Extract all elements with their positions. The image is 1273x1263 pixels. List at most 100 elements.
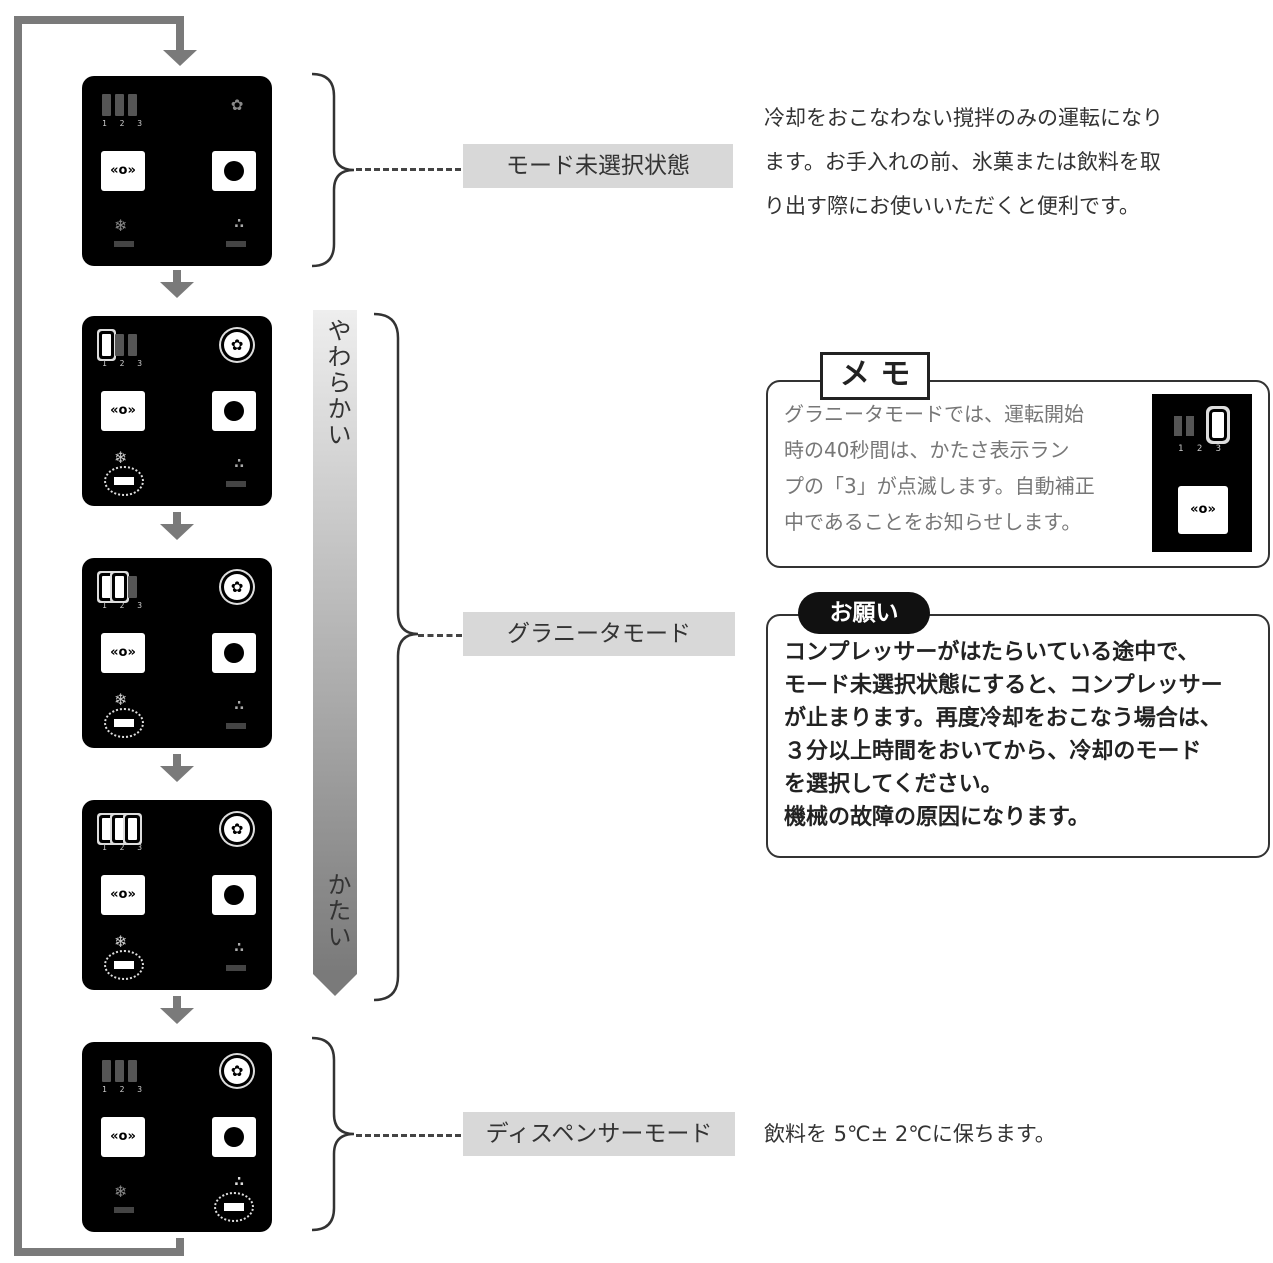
lamp-numbers: 1 2 3 — [102, 359, 147, 368]
memo-text: グラニータモードでは、運転開始 時の40秒間は、かたさ表示ラン プの「3」が点滅… — [784, 396, 1144, 540]
request-line: コンプレッサーがはたらいている途中で、 — [784, 640, 1200, 665]
loop-line-left — [14, 16, 22, 1256]
description-dispenser: 飲料を 5℃± 2℃に保ちます。 — [764, 1122, 1056, 1146]
label-dispenser: ディスペンサーモード — [463, 1112, 735, 1156]
label-no-selection: モード未選択状態 — [463, 144, 733, 188]
soft-label: やわらかい — [323, 318, 351, 448]
control-panel-dispenser: 1 2 3 ✿ «o» ❄ ∴ — [82, 1042, 272, 1232]
request-title: お願い — [798, 592, 930, 634]
arrow-shaft — [173, 754, 181, 768]
control-panel-granita-3: 1 2 3 ✿ «o» ❄ ∴ — [82, 800, 272, 990]
mode-button — [212, 391, 256, 431]
granita-lamp — [114, 241, 134, 247]
snowflake-icon: ❄ — [114, 932, 128, 951]
memo-line: 中であることをお知らせします。 — [784, 510, 1082, 534]
hardness-scale-arrowhead — [313, 974, 357, 996]
arrow-shaft — [173, 996, 181, 1010]
hardness-button: «o» — [1178, 486, 1228, 534]
hardness-lamps — [102, 94, 137, 116]
mode-button — [212, 633, 256, 673]
lamp-numbers: 1 2 3 — [102, 843, 147, 852]
brace-no-selection — [306, 72, 360, 268]
memo-line: 時の40秒間は、かたさ表示ラン — [784, 438, 1070, 462]
hardness-lamps — [102, 334, 137, 356]
dispenser-lamp — [226, 965, 246, 971]
loop-line-bottom-right — [176, 1238, 184, 1256]
hardness-scale-bar — [313, 310, 357, 974]
mode-button — [212, 151, 256, 191]
granita-lamp-lit — [104, 950, 144, 980]
loop-line-bottom — [14, 1248, 184, 1256]
arrow-down-icon — [160, 1008, 194, 1024]
brace-granita — [370, 312, 424, 1002]
dispenser-lamp — [226, 241, 246, 247]
hardness-button: «o» — [101, 151, 145, 191]
hardness-lamp — [1186, 416, 1194, 436]
dispenser-lamp-lit — [214, 1192, 254, 1222]
arrow-down-icon — [160, 524, 194, 540]
lamp-numbers: 1 2 3 — [1178, 444, 1226, 454]
hard-label: かたい — [323, 872, 351, 950]
hardness-lamps — [102, 576, 137, 598]
lamp-numbers: 1 2 3 — [102, 119, 147, 128]
snowflake-icon: ❄ — [114, 690, 128, 709]
hardness-lamps — [102, 818, 137, 840]
granita-indicator-icon: ✿ — [224, 816, 250, 842]
granita-lamp — [114, 1207, 134, 1213]
snowflake-icon: ❄ — [114, 1182, 128, 1201]
drink-icon: ∴ — [234, 1174, 244, 1190]
hardness-button: «o» — [101, 391, 145, 431]
loop-line-top — [14, 16, 184, 24]
description-no-selection: 冷却をおこなわない撹拌のみの運転になり ます。お手入れの前、氷菓または飲料を取 … — [764, 96, 1264, 228]
request-line: ３分以上時間をおいてから、冷却のモード — [784, 739, 1202, 764]
description-line: ます。お手入れの前、氷菓または飲料を取 — [764, 150, 1161, 174]
request-line: を選択してください。 — [784, 772, 1003, 797]
granita-indicator-icon: ✿ — [224, 1058, 250, 1084]
leader-line — [356, 1134, 461, 1137]
hardness-button: «o» — [101, 633, 145, 673]
description-line: 冷却をおこなわない撹拌のみの運転になり — [764, 106, 1163, 130]
granita-lamp-lit — [104, 466, 144, 496]
request-line: 機械の故障の原因になります。 — [784, 805, 1090, 830]
hardness-button: «o» — [101, 875, 145, 915]
arrow-down-icon — [160, 282, 194, 298]
request-text: コンプレッサーがはたらいている途中で、 モード未選択状態にすると、コンプレッサー… — [784, 636, 1264, 834]
label-granita: グラニータモード — [463, 612, 735, 656]
hardness-button: «o» — [101, 1117, 145, 1157]
arrow-down-icon — [160, 766, 194, 782]
loop-line-top-right — [176, 16, 184, 52]
leader-line — [418, 634, 462, 637]
description-line: り出す際にお使いいただくと便利です。 — [764, 194, 1140, 218]
drink-icon: ∴ — [234, 456, 244, 472]
arrow-down-icon — [163, 50, 197, 66]
mini-control-panel: 1 2 3 «o» — [1152, 394, 1252, 552]
lamp-numbers: 1 2 3 — [102, 1085, 147, 1094]
granita-lamp-lit — [104, 708, 144, 738]
granita-indicator-icon: ✿ — [230, 96, 244, 114]
snowflake-icon: ❄ — [114, 448, 128, 467]
lamp-numbers: 1 2 3 — [102, 601, 147, 610]
drink-icon: ∴ — [234, 216, 244, 232]
brace-dispenser — [306, 1036, 360, 1232]
memo-line: プの「3」が点滅します。自動補正 — [784, 474, 1095, 498]
dispenser-lamp — [226, 481, 246, 487]
memo-line: グラニータモードでは、運転開始 — [784, 402, 1084, 426]
memo-title: メ モ — [820, 352, 930, 400]
mode-button — [212, 875, 256, 915]
hardness-lamp-blinking — [1212, 412, 1224, 438]
snowflake-icon: ❄ — [114, 216, 128, 235]
control-panel-granita-1: 1 2 3 ✿ «o» ❄ ∴ — [82, 316, 272, 506]
request-line: が止まります。再度冷却をおこなう場合は、 — [784, 706, 1222, 731]
leader-line — [356, 168, 461, 171]
arrow-shaft — [173, 512, 181, 526]
drink-icon: ∴ — [234, 940, 244, 956]
request-line: モード未選択状態にすると、コンプレッサー — [784, 673, 1223, 698]
mode-button — [212, 1117, 256, 1157]
arrow-shaft — [173, 270, 181, 284]
dispenser-lamp — [226, 723, 246, 729]
granita-indicator-icon: ✿ — [224, 574, 250, 600]
drink-icon: ∴ — [234, 698, 244, 714]
control-panel-no-selection: 1 2 3 ✿ «o» ❄ ∴ — [82, 76, 272, 266]
hardness-lamp — [1174, 416, 1182, 436]
control-panel-granita-2: 1 2 3 ✿ «o» ❄ ∴ — [82, 558, 272, 748]
